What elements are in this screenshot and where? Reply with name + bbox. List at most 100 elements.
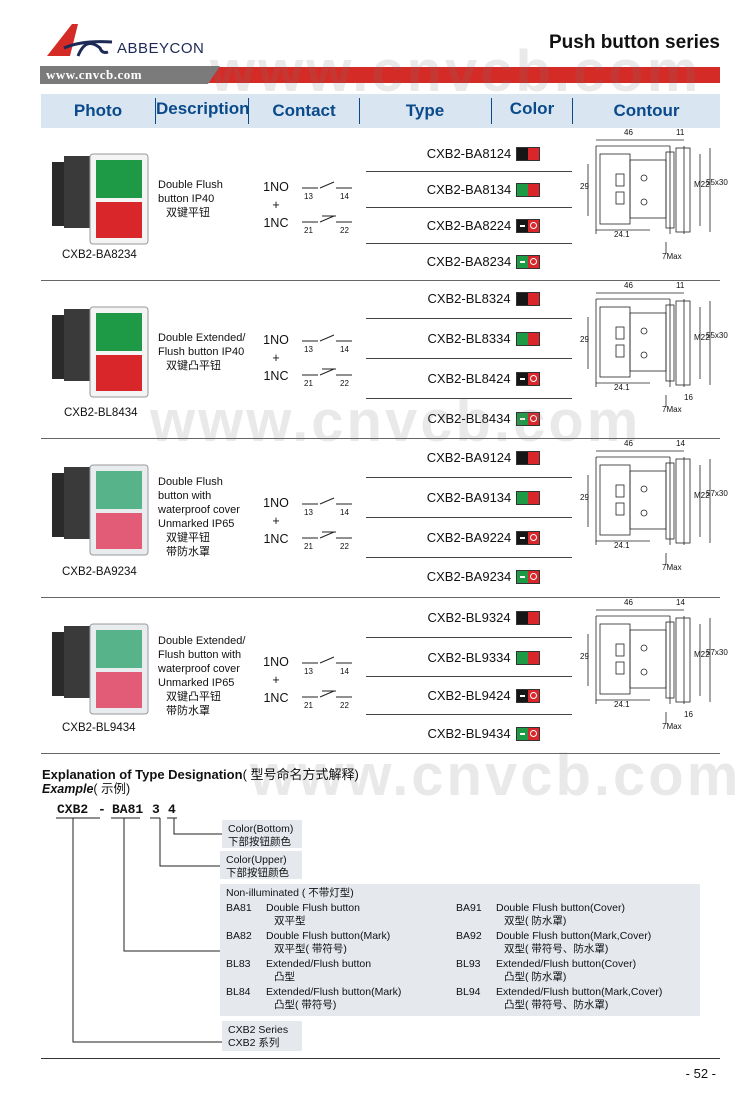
code-desc: Extended/Flush button(Mark,Cover) xyxy=(496,986,663,998)
type-code: CXB2-BL8424 xyxy=(427,371,511,386)
swatch-right xyxy=(528,293,539,305)
dimension-label: 29 xyxy=(580,335,589,344)
dimension-label: 7Max xyxy=(662,563,682,572)
header-divider xyxy=(155,98,156,124)
swatch-left xyxy=(517,333,528,345)
row-divider xyxy=(366,398,572,399)
page-title: Push button series xyxy=(548,32,720,53)
terminal-label: 21 xyxy=(304,226,313,235)
dimension-label: 46 xyxy=(624,439,633,448)
code-desc: Double Flush button xyxy=(266,902,360,914)
header-divider xyxy=(359,98,360,124)
description-cn: 带防水罩 xyxy=(166,546,210,558)
example-label: Example( 示例) xyxy=(42,782,131,796)
color-bottom-cn: 下部按钮颜色 xyxy=(228,836,291,848)
code-upper: 3 xyxy=(152,802,160,817)
terminal-label: 22 xyxy=(340,542,349,551)
product-model: CXB2-BL8434 xyxy=(64,407,138,419)
terminal-label: 13 xyxy=(304,508,313,517)
type-code: CXB2-BA9124 xyxy=(426,450,512,465)
product-model: CXB2-BA9234 xyxy=(62,566,137,578)
code-value: BL84 xyxy=(226,986,251,998)
contact-nc: 1NC xyxy=(263,532,289,546)
contact-no: 1NO xyxy=(263,655,289,669)
terminal-label: 14 xyxy=(340,667,349,676)
type-code: CXB2-BL9334 xyxy=(427,650,511,665)
swatch-right xyxy=(528,452,539,464)
swatch-right xyxy=(528,333,539,345)
swatch-left xyxy=(517,492,528,504)
brand-url: www.cnvcb.com xyxy=(40,66,220,84)
type-code: CXB2-BA8124 xyxy=(426,146,512,161)
type-code: CXB2-BL8324 xyxy=(427,291,511,306)
contact-config: 1NO+1NC xyxy=(261,331,291,385)
dimension-label: 46 xyxy=(624,598,633,607)
swatch-right xyxy=(528,532,539,544)
swatch-left xyxy=(517,413,528,425)
color-upper-box: Color(Upper) 下部按钮颜色 xyxy=(220,851,302,879)
dimension-label: 46 xyxy=(624,281,633,290)
dimension-label: 24.1 xyxy=(614,230,630,239)
description-en: Double Extended/ Flush button with water… xyxy=(158,635,246,689)
swatch-left xyxy=(517,148,528,160)
swatch-left xyxy=(517,184,528,196)
color-upper-cn: 下部按钮颜色 xyxy=(226,867,289,879)
terminal-label: 21 xyxy=(304,701,313,710)
color-swatch xyxy=(516,689,540,703)
code-series: CXB2 xyxy=(57,802,89,817)
code-desc: Double Flush button(Mark,Cover) xyxy=(496,930,652,942)
header-divider xyxy=(572,98,573,124)
product-model: CXB2-BA8234 xyxy=(62,249,137,261)
contact-plus: + xyxy=(272,198,280,212)
description-cn: 双键平钮 xyxy=(166,532,210,544)
swatch-left xyxy=(517,373,528,385)
contact-no: 1NO xyxy=(263,333,289,347)
swatch-left xyxy=(517,612,528,624)
dimension-label: 16 xyxy=(684,393,693,402)
dimension-label: 29 xyxy=(580,493,589,502)
code-desc: Double Flush button(Cover) xyxy=(496,902,625,914)
dimension-label: 16 xyxy=(684,710,693,719)
contact-no: 1NO xyxy=(263,180,289,194)
swatch-right xyxy=(528,690,539,702)
dimension-label: 55x30 xyxy=(706,331,728,340)
dimension-label: 24.1 xyxy=(614,383,630,392)
code-desc-cn: 凸型 xyxy=(274,971,295,983)
product-section xyxy=(41,281,720,439)
swatch-right xyxy=(528,256,539,268)
color-bottom-box: Color(Bottom) 下部按钮颜色 xyxy=(222,820,302,848)
terminal-label: 22 xyxy=(340,379,349,388)
description-cn: 双键凸平钮 xyxy=(166,360,221,372)
color-upper-label: Color(Upper) xyxy=(226,854,287,866)
swatch-right xyxy=(528,373,539,385)
swatch-left xyxy=(517,532,528,544)
header-divider xyxy=(491,98,492,124)
row-divider xyxy=(366,477,572,478)
row-divider xyxy=(366,517,572,518)
terminal-label: 13 xyxy=(304,667,313,676)
code-desc: Extended/Flush button(Cover) xyxy=(496,958,637,970)
description-en: Double Flush button IP40 xyxy=(158,179,223,205)
type-code: CXB2-BA8224 xyxy=(426,218,512,233)
terminal-label: 14 xyxy=(340,508,349,517)
watermark: www.cnvcb.com xyxy=(150,389,642,454)
swatch-left xyxy=(517,256,528,268)
swatch-right xyxy=(528,728,539,740)
product-photo xyxy=(50,305,154,405)
color-swatch xyxy=(516,332,540,346)
color-swatch xyxy=(516,727,540,741)
type-code: CXB2-BA9234 xyxy=(426,569,512,584)
dimension-label: 55x30 xyxy=(706,178,728,187)
type-code: CXB2-BL9424 xyxy=(427,688,511,703)
product-description: Double Flush button with waterproof cove… xyxy=(158,475,254,559)
watermark: www.cnvcb.com xyxy=(250,743,742,808)
code-value: BA81 xyxy=(226,902,252,914)
